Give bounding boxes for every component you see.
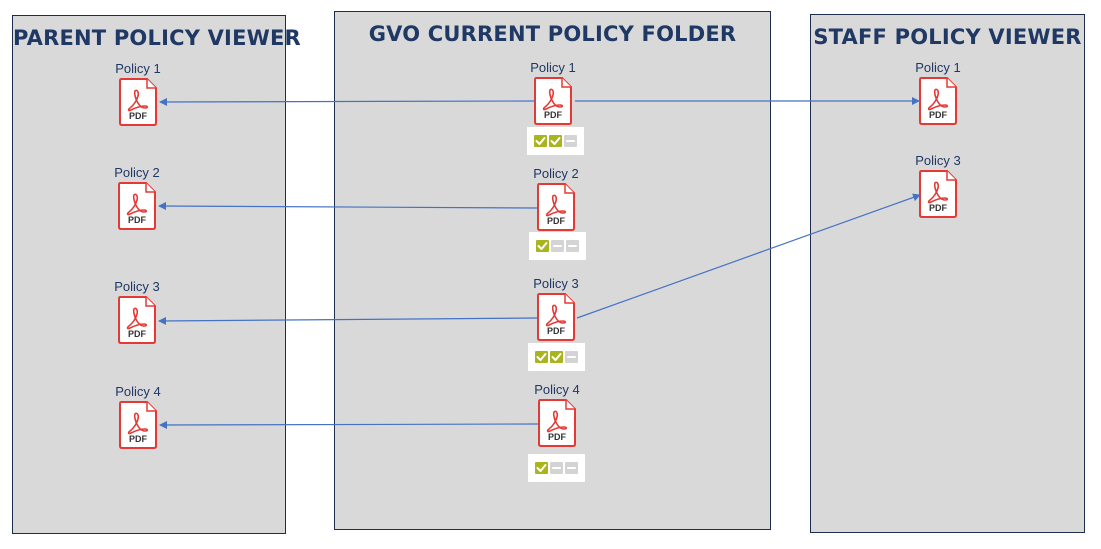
pdf-icon: PDF <box>117 295 157 345</box>
doc-label: Policy 1 <box>530 60 576 75</box>
status-check-icon <box>550 351 563 363</box>
pdf-text: PDF <box>129 434 148 444</box>
parent-policy-4[interactable]: Policy 4 PDF <box>108 384 168 460</box>
status-check-icon <box>535 462 548 474</box>
status-pending-icon <box>551 240 564 252</box>
gvo-policy-3-status <box>528 343 585 371</box>
doc-label: Policy 2 <box>533 166 579 181</box>
pdf-icon: PDF <box>118 400 158 450</box>
staff-policy-3[interactable]: Policy 3 PDF <box>908 153 968 229</box>
gvo-policy-1-status <box>527 127 584 155</box>
doc-label: Policy 4 <box>534 382 580 397</box>
status-pending-icon <box>565 462 578 474</box>
parent-policy-3[interactable]: Policy 3 PDF <box>107 279 167 355</box>
pdf-text: PDF <box>929 110 948 120</box>
pdf-text: PDF <box>547 326 566 336</box>
staff-panel-title: STAFF POLICY VIEWER <box>813 25 1082 49</box>
pdf-icon: PDF <box>918 169 958 219</box>
gvo-policy-3[interactable]: Policy 3 PDF <box>526 276 586 352</box>
pdf-text: PDF <box>128 329 147 339</box>
status-pending-icon <box>564 135 577 147</box>
pdf-icon: PDF <box>533 76 573 126</box>
doc-label: Policy 1 <box>915 60 961 75</box>
status-check-icon <box>535 351 548 363</box>
pdf-icon: PDF <box>918 76 958 126</box>
status-check-icon <box>536 240 549 252</box>
gvo-policy-2-status <box>529 232 586 260</box>
pdf-text: PDF <box>128 215 147 225</box>
parent-policy-2[interactable]: Policy 2 PDF <box>107 165 167 241</box>
doc-label: Policy 3 <box>114 279 160 294</box>
doc-label: Policy 4 <box>115 384 161 399</box>
gvo-policy-1[interactable]: Policy 1 PDF <box>523 60 583 136</box>
doc-label: Policy 2 <box>114 165 160 180</box>
doc-label: Policy 3 <box>915 153 961 168</box>
staff-policy-1[interactable]: Policy 1 PDF <box>908 60 968 136</box>
gvo-policy-2[interactable]: Policy 2 PDF <box>526 166 586 242</box>
pdf-icon: PDF <box>117 181 157 231</box>
doc-label: Policy 3 <box>533 276 579 291</box>
status-pending-icon <box>566 240 579 252</box>
pdf-icon: PDF <box>536 182 576 232</box>
pdf-icon: PDF <box>536 292 576 342</box>
pdf-icon: PDF <box>118 77 158 127</box>
gvo-panel-title: GVO CURRENT POLICY FOLDER <box>368 22 737 46</box>
doc-label: Policy 1 <box>115 61 161 76</box>
status-check-icon <box>534 135 547 147</box>
parent-panel-title: PARENT POLICY VIEWER <box>13 26 301 50</box>
pdf-text: PDF <box>547 216 566 226</box>
status-pending-icon <box>550 462 563 474</box>
status-pending-icon <box>565 351 578 363</box>
gvo-policy-4-status <box>528 454 585 482</box>
pdf-text: PDF <box>544 110 563 120</box>
status-check-icon <box>549 135 562 147</box>
gvo-policy-4[interactable]: Policy 4 PDF <box>527 382 587 458</box>
pdf-text: PDF <box>129 111 148 121</box>
parent-policy-1[interactable]: Policy 1 PDF <box>108 61 168 137</box>
pdf-icon: PDF <box>537 398 577 448</box>
pdf-text: PDF <box>548 432 567 442</box>
pdf-text: PDF <box>929 203 948 213</box>
